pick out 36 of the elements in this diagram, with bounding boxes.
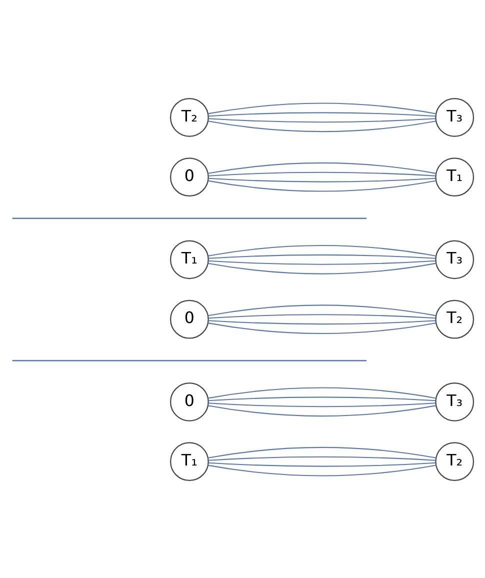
connector: [208, 171, 436, 176]
connector: [208, 462, 436, 466]
node-circle: T₂: [434, 299, 474, 338]
connector: [208, 320, 436, 324]
connector: [208, 304, 436, 316]
connector: [208, 118, 436, 122]
node-circle: T₁: [170, 240, 208, 279]
connector: [208, 102, 436, 114]
connector: [208, 464, 436, 476]
connector: [208, 314, 436, 318]
connector: [208, 254, 436, 258]
connector: [208, 162, 436, 174]
connector: [208, 402, 436, 407]
connector: [208, 386, 436, 398]
node-circle: T₁: [434, 157, 474, 196]
connector: [208, 322, 436, 334]
connector: [208, 244, 436, 256]
connector: [208, 446, 436, 458]
connector: [208, 396, 436, 401]
node-circle: T₃: [434, 382, 474, 421]
connector: [208, 404, 436, 416]
node-circle: 0: [170, 157, 208, 196]
connector: [208, 260, 436, 264]
connector: [208, 112, 436, 116]
connector: [208, 262, 436, 274]
node-circle: 0: [170, 299, 208, 338]
connector: [208, 456, 436, 460]
connector: [208, 120, 436, 132]
connector: [208, 177, 436, 182]
connector: [208, 180, 436, 192]
node-circle: T₂: [170, 97, 208, 136]
node-circle: T₁: [170, 442, 208, 481]
node-circle: T₂: [434, 442, 474, 481]
node-circle: T₃: [434, 97, 474, 136]
node-circle: T₃: [434, 240, 474, 279]
node-circle: 0: [170, 382, 208, 421]
